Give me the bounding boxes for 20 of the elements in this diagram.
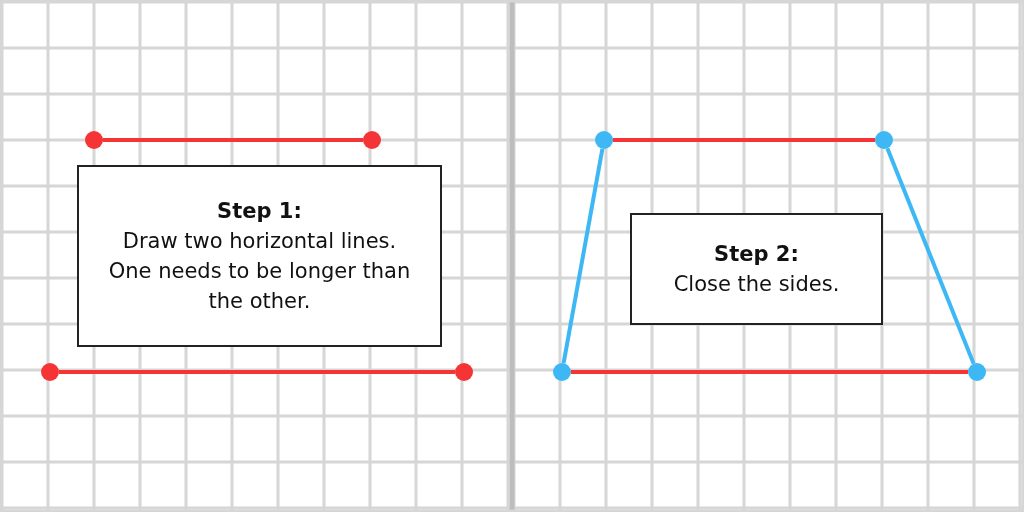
endpoint-dot xyxy=(553,363,571,381)
instruction-box xyxy=(630,213,883,325)
endpoint-dot xyxy=(968,363,986,381)
endpoint-dot xyxy=(41,363,59,381)
line-segment xyxy=(59,370,455,374)
line-segment xyxy=(103,138,363,142)
step-heading: Step 1: xyxy=(217,198,302,225)
endpoint-dot xyxy=(875,131,893,149)
instruction-box xyxy=(77,165,442,347)
step-instruction: Close the sides. xyxy=(672,271,841,298)
step-heading: Step 2: xyxy=(714,241,799,268)
endpoint-dot xyxy=(85,131,103,149)
endpoint-dot xyxy=(595,131,613,149)
line-segment xyxy=(613,138,875,142)
line-segment xyxy=(571,370,968,374)
step-instruction: Draw two horizontal lines. One needs to be longer than the other. xyxy=(107,228,412,315)
line-segment xyxy=(561,148,605,364)
endpoint-dot xyxy=(455,363,473,381)
line-segment xyxy=(885,147,976,365)
endpoint-dot xyxy=(363,131,381,149)
